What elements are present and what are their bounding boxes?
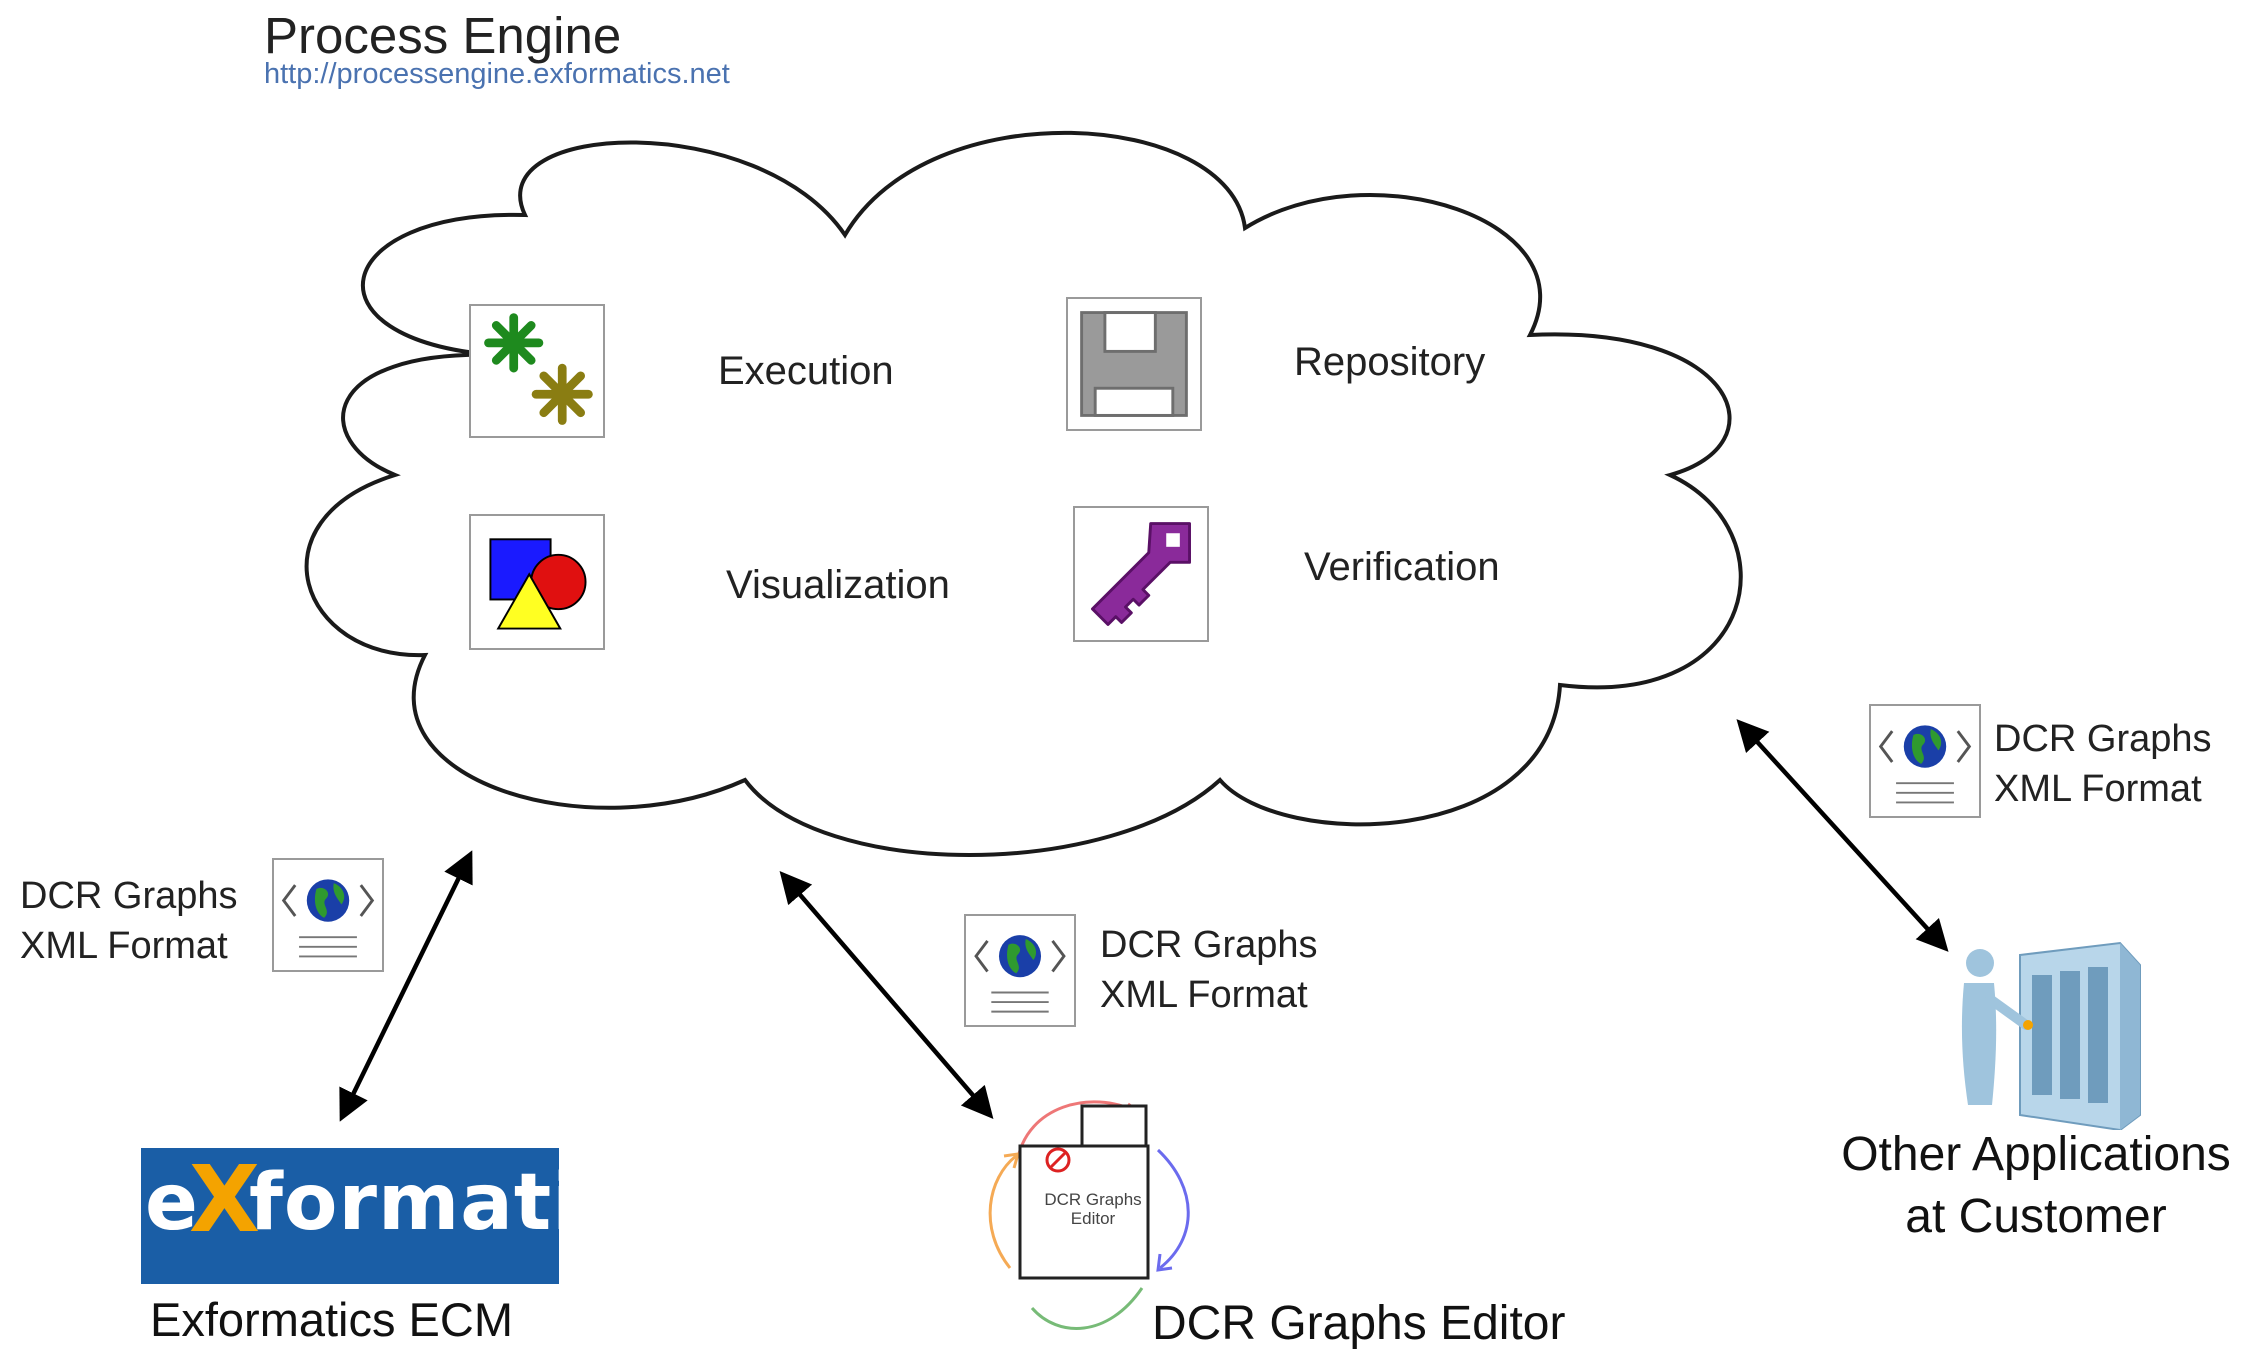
arrow-exformatics [339, 850, 473, 1122]
xml-format-line1: DCR Graphs [20, 875, 238, 917]
dcr-editor-icon: DCR Graphs Editor [948, 1068, 1220, 1348]
cloud-item-execution-label: Execution [718, 349, 894, 393]
dcr-editor-icon-caption: DCR Graphs Editor [1044, 1190, 1142, 1228]
xml-format-line1: DCR Graphs [1100, 924, 1318, 966]
xml-format-label-editor: DCR Graphs XML Format [1100, 920, 1318, 1020]
arrow-customer [1736, 719, 1949, 952]
logo-x: X [189, 1148, 261, 1253]
diagram-url-link[interactable]: http://processengine.exformatics.net [264, 58, 730, 90]
xml-format-label-customer: DCR Graphs XML Format [1994, 714, 2212, 814]
xml-format-label-exformatics: DCR Graphs XML Format [20, 871, 238, 971]
shapes-icon [469, 514, 605, 650]
xml-format-line2: XML Format [1100, 974, 1308, 1016]
exformatics-ecm-label: Exformatics ECM [150, 1293, 513, 1346]
gears-icon [469, 304, 605, 438]
xml-format-line2: XML Format [20, 925, 228, 967]
diagram-title: Process Engine [264, 7, 622, 64]
logo-prefix: e [145, 1158, 199, 1248]
process-engine-cloud [304, 130, 1743, 857]
xml-format-line1: DCR Graphs [1994, 718, 2212, 760]
dcr-graphs-editor-label: DCR Graphs Editor [1152, 1297, 1566, 1350]
floppy-disk-icon [1066, 297, 1202, 431]
server-person-icon [1950, 935, 2150, 1132]
xml-format-line2: XML Format [1994, 768, 2202, 810]
xml-globe-document-icon [964, 914, 1076, 1027]
exformatics-logo: e X formatics [141, 1148, 559, 1284]
key-icon [1073, 506, 1209, 642]
cloud-item-verification-label: Verification [1304, 545, 1500, 589]
arrow-editor [779, 871, 994, 1119]
logo-suffix: formatics [249, 1158, 559, 1248]
cloud-item-repository-label: Repository [1294, 340, 1486, 384]
xml-globe-document-icon [272, 858, 384, 972]
xml-globe-document-icon [1869, 704, 1981, 818]
cloud-item-visualization-label: Visualization [726, 563, 950, 607]
other-applications-label: Other Applications at Customer [1841, 1128, 2231, 1243]
